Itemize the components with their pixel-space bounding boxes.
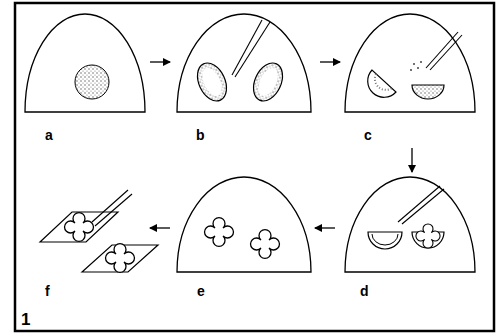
panel-letter: b: [196, 128, 205, 142]
panel-letter: a: [45, 128, 53, 142]
panel-letter: c: [364, 128, 372, 142]
panel-letter: d: [360, 284, 369, 298]
panel-letter: e: [197, 284, 205, 298]
panel-letter: f: [45, 284, 50, 298]
figure-number: 1: [21, 311, 30, 328]
